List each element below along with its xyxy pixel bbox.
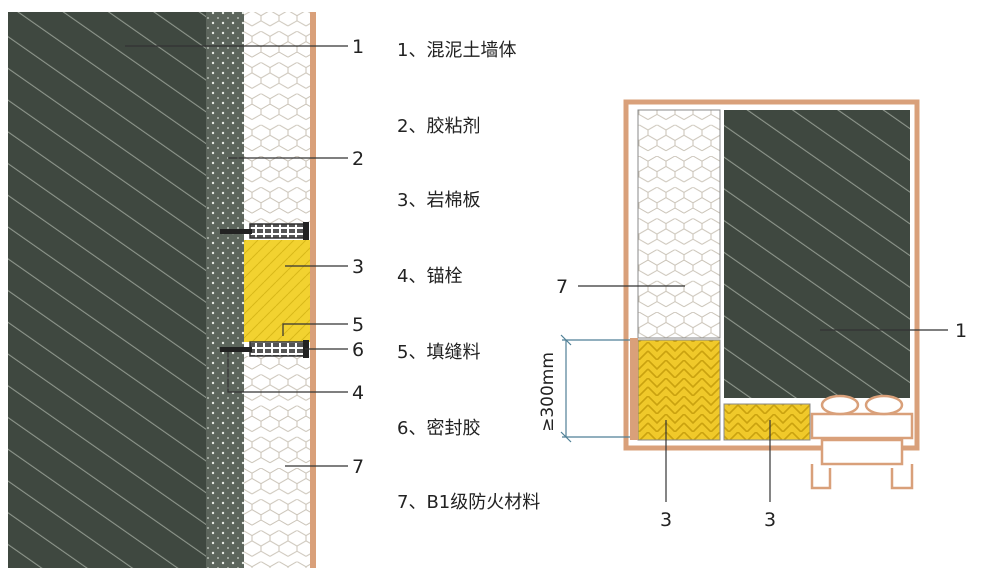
render-edge <box>310 12 316 568</box>
right-callout-7: 7 <box>556 276 568 298</box>
callout-1: 1 <box>352 36 364 58</box>
callout-5: 5 <box>352 314 364 336</box>
right-callout-3-left: 3 <box>660 509 672 531</box>
dimension-label: ≥300mm <box>538 352 558 432</box>
right-callout-3-right: 3 <box>764 509 776 531</box>
adhesive-layer <box>206 12 244 568</box>
outer-frame <box>623 99 920 451</box>
right-window-section: ≥300mm 7 1 3 3 <box>538 99 967 531</box>
right-callout-1: 1 <box>955 320 967 342</box>
rock-wool-return <box>723 403 811 441</box>
legend-item-fire-material: 7、B1级防火材料 <box>397 492 541 513</box>
legend-item-anchor: 4、锚栓 <box>397 266 463 287</box>
left-leader-lines <box>125 45 348 467</box>
concrete-wall-right <box>724 110 910 398</box>
anchor-upper <box>220 229 252 234</box>
anchor-plate-upper <box>303 222 309 240</box>
callout-6: 6 <box>352 339 364 361</box>
rock-wool-board <box>244 240 310 342</box>
rock-wool-column <box>637 339 721 441</box>
dimension-lines <box>560 334 630 443</box>
fire-material-column <box>637 109 721 339</box>
anchor-lower <box>220 347 252 352</box>
seal-strip-upper <box>249 223 309 239</box>
seal-strip-lower <box>249 341 309 357</box>
right-leader-lines <box>578 285 948 502</box>
callout-3: 3 <box>352 256 364 278</box>
legend-item-sealant: 6、密封胶 <box>397 418 481 439</box>
callout-2: 2 <box>352 148 364 170</box>
legend-item-adhesive: 2、胶粘剂 <box>397 116 481 137</box>
inner-edge <box>630 338 638 440</box>
fire-material-lower <box>244 356 310 568</box>
concrete-wall <box>8 12 206 568</box>
window-frame-profile <box>810 394 914 490</box>
legend-item-rock-wool: 3、岩棉板 <box>397 190 481 211</box>
legend-item-concrete-wall: 1、混泥土墙体 <box>397 40 517 61</box>
fire-material-upper <box>244 12 310 225</box>
left-wall-section: 1 2 3 5 6 4 7 <box>8 12 364 568</box>
callout-7: 7 <box>352 456 364 478</box>
callout-4: 4 <box>352 382 364 404</box>
legend-item-joint-filler: 5、填缝料 <box>397 342 481 363</box>
